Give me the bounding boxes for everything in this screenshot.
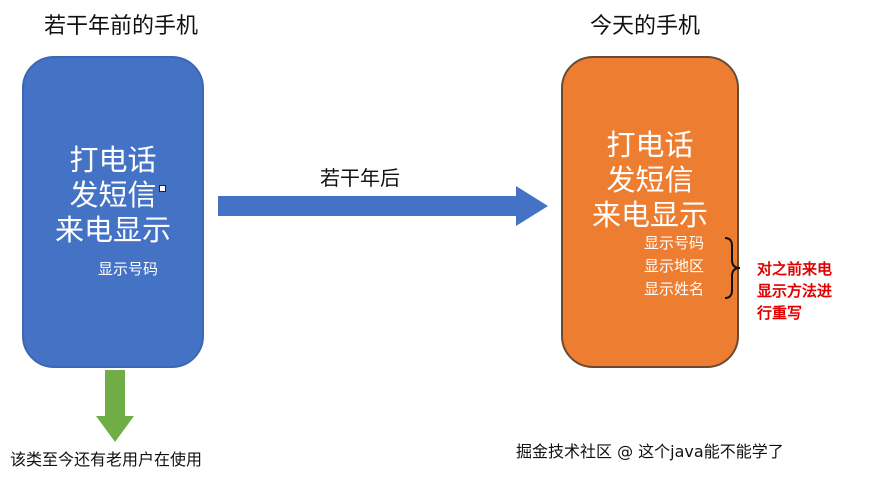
- old-sub-show-number: 显示号码: [98, 260, 159, 278]
- new-sub-show-number: 显示号码: [644, 234, 705, 252]
- new-sub-show-region: 显示地区: [644, 257, 705, 275]
- new-phone-box: [561, 56, 739, 368]
- old-phone-title: 若干年前的手机: [44, 14, 199, 39]
- new-feature-call: 打电话: [606, 128, 694, 162]
- old-feature-call: 打电话: [69, 143, 157, 177]
- arrow-label: 若干年后: [320, 166, 400, 190]
- old-phone-caption: 该类至今还有老用户在使用: [10, 450, 203, 469]
- watermark: 掘金技术社区 @ 这个java能不能学了: [516, 442, 784, 461]
- override-note-line-1: 对之前来电: [757, 260, 833, 278]
- new-phone-title: 今天的手机: [590, 14, 701, 39]
- down-arrow: [96, 370, 134, 442]
- override-note-line-3: 行重写: [757, 304, 803, 322]
- right-arrow: [218, 186, 548, 226]
- curly-brace: [724, 237, 741, 299]
- override-note-line-2: 显示方法进: [757, 282, 833, 300]
- new-feature-caller-id: 来电显示: [591, 198, 708, 232]
- new-sub-show-name: 显示姓名: [644, 280, 705, 298]
- old-feature-sms: 发短信: [69, 178, 157, 212]
- new-feature-sms: 发短信: [606, 163, 694, 197]
- old-feature-caller-id: 来电显示: [54, 213, 171, 247]
- cursor-marker: [159, 185, 166, 192]
- old-phone-box: [22, 56, 204, 368]
